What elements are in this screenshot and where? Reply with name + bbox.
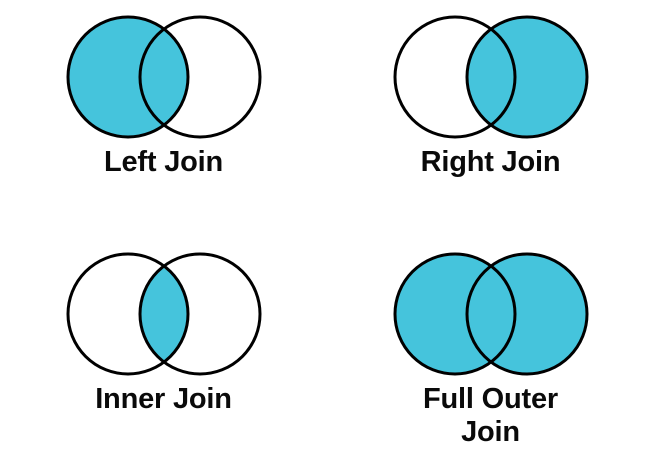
venn-figure-right-join bbox=[393, 14, 589, 140]
intersection-fill bbox=[139, 254, 188, 374]
intersection-fill bbox=[466, 17, 515, 137]
panel-right-join: Right Join bbox=[327, 0, 654, 237]
right-circle-outline bbox=[465, 15, 588, 139]
panel-label-inner-join: Inner Join bbox=[95, 383, 232, 415]
panel-label-full-outer-join: Full Outer Join bbox=[423, 383, 558, 448]
left-circle-outline bbox=[66, 252, 189, 376]
left-circle-outline bbox=[393, 252, 516, 376]
right-circle-outline bbox=[138, 252, 261, 376]
intersection-fill bbox=[139, 17, 188, 137]
panel-label-left-join: Left Join bbox=[103, 146, 224, 178]
venn-figure-full-outer-join bbox=[393, 251, 589, 377]
left-circle-outline bbox=[393, 15, 516, 139]
venn-figure-left-join bbox=[66, 14, 262, 140]
panel-full-outer-join: Full Outer Join bbox=[327, 237, 654, 474]
right-circle-fill bbox=[466, 254, 587, 374]
right-circle-outline bbox=[465, 252, 588, 376]
panel-label-right-join: Right Join bbox=[420, 146, 561, 178]
panel-left-join: Left Join bbox=[0, 0, 327, 237]
left-circle-outline bbox=[66, 15, 189, 139]
panel-inner-join: Inner Join bbox=[0, 237, 327, 474]
right-circle-outline bbox=[138, 15, 261, 139]
venn-figure-inner-join bbox=[66, 251, 262, 377]
